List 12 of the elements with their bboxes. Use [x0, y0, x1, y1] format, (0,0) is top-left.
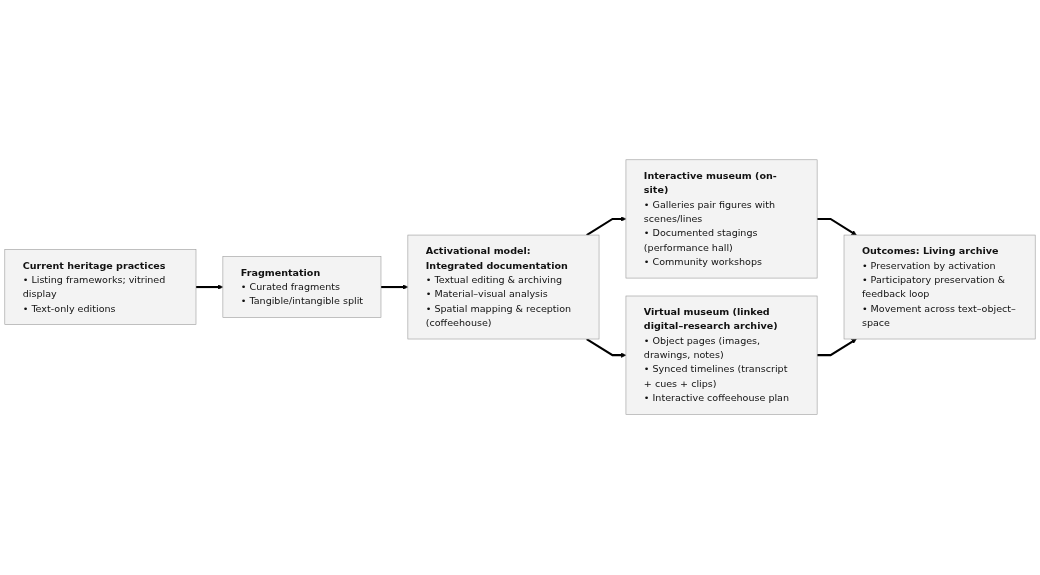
arrow: [381, 284, 409, 291]
node-box: Outcomes: Living archive • Preservation by activation • Participatory preservation & feedback loop • Movement across text–object–space: [843, 235, 1036, 340]
node-box: Activational model: Integrated documentation • Textual editing & archiving • Material–visual analysis • Spatial mapping & reception (coffeehouse): [407, 235, 600, 340]
node-box: Interactive museum (on-site) • Galleries pair figures with scenes/lines • Documented stagings (performance hall) • Community workshops: [625, 159, 818, 279]
arrow: [586, 216, 627, 237]
arrow: [817, 218, 857, 236]
arrow: [817, 339, 857, 357]
node-box: Fragmentation • Curated fragments • Tangible/intangible split: [222, 256, 382, 319]
arrow: [586, 338, 627, 359]
arrow: [196, 284, 224, 291]
node-box: Current heritage practices • Listing frameworks; vitrined display • Text-only editions: [4, 249, 197, 326]
node-box: Virtual museum (linked digital–research archive) • Object pages (images, drawings, notes) • Synced timelines (transcript + cues + clips) • Interactive coffeehouse plan: [625, 296, 818, 416]
